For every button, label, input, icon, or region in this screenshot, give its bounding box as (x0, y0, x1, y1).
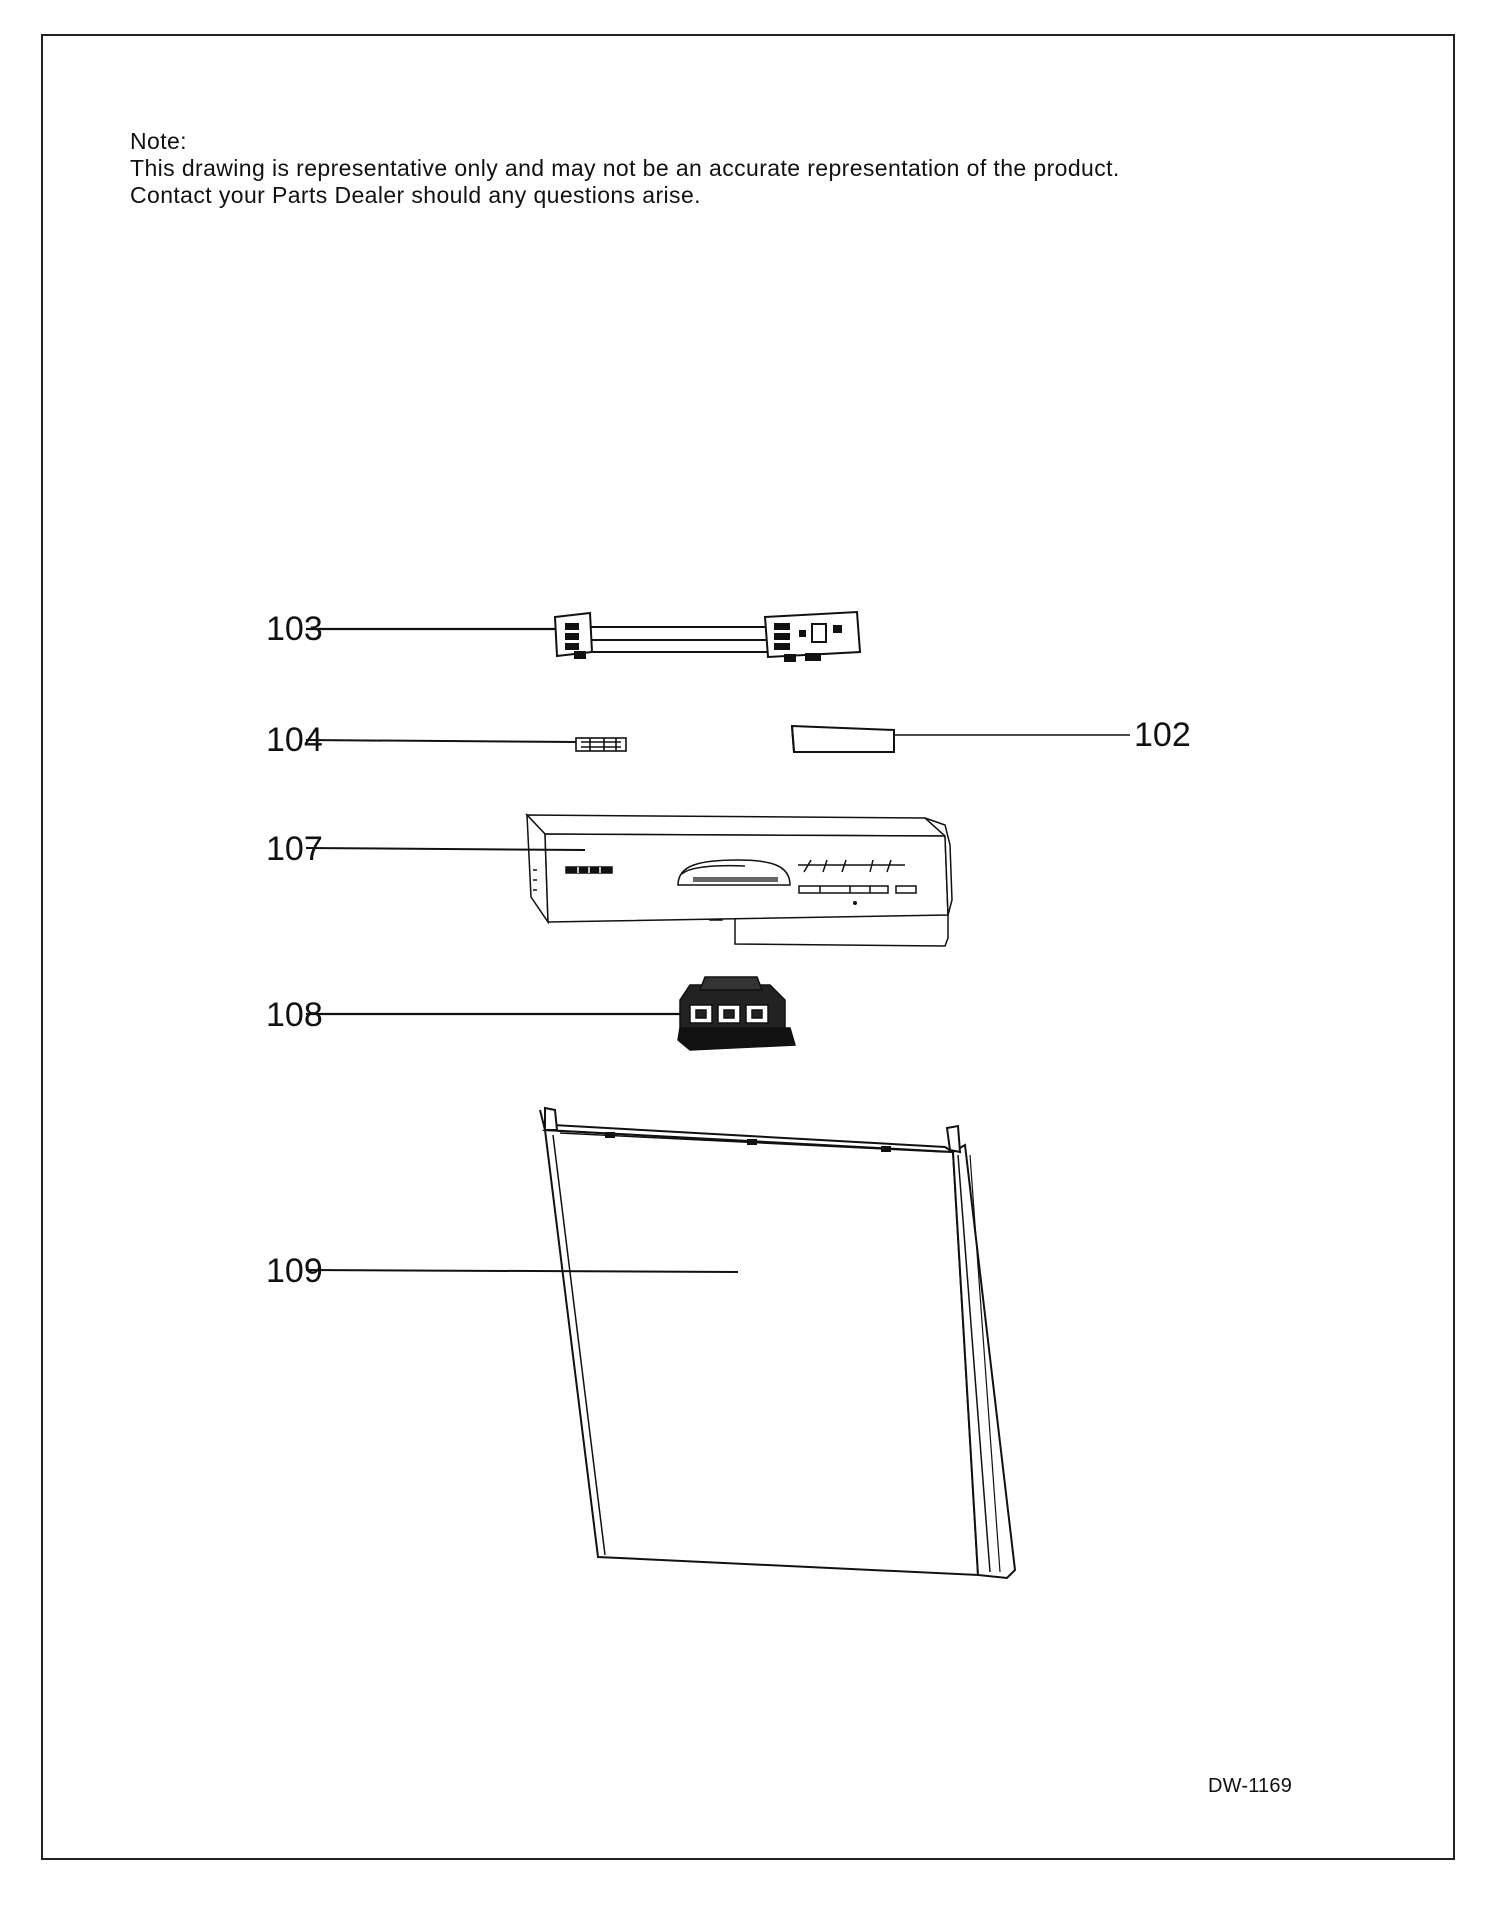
callout-104: 104 (266, 721, 323, 759)
callout-103: 103 (266, 610, 323, 648)
leader-109 (305, 1269, 739, 1273)
part-109-door-panel (539, 1106, 1017, 1580)
callout-108: 108 (266, 996, 323, 1034)
note-heading: Note: (130, 128, 187, 154)
leader-107 (305, 847, 586, 851)
leader-104 (305, 739, 577, 743)
diagram-frame (41, 34, 1455, 1860)
part-103-wire-harness (553, 610, 862, 662)
drawing-code: DW-1169 (1208, 1775, 1293, 1797)
callout-107: 107 (266, 830, 323, 868)
disclaimer-note: Note: This drawing is representative onl… (130, 128, 1120, 209)
part-104-clip (575, 737, 627, 752)
callout-102: 102 (1134, 716, 1191, 754)
note-line-2: Contact your Parts Dealer should any que… (130, 182, 701, 208)
part-107-control-panel (525, 813, 953, 947)
part-102-strip (790, 724, 895, 753)
callout-109: 109 (266, 1252, 323, 1290)
part-108-door-latch (677, 976, 796, 1051)
note-line-1: This drawing is representative only and … (130, 155, 1120, 181)
